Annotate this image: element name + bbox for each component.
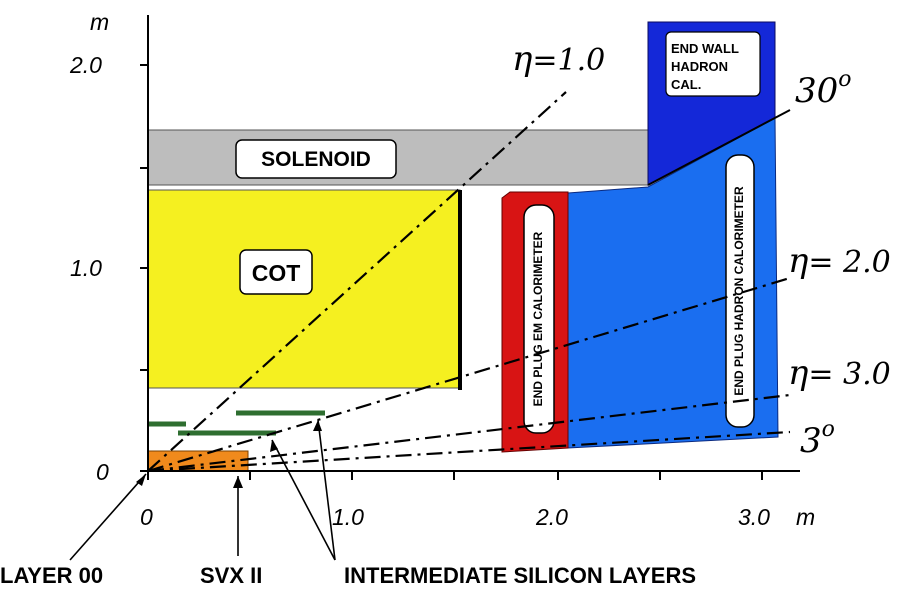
plug-hadron-label-box: END PLUG HADRON CALORIMETER bbox=[725, 154, 755, 428]
cot-label: COT bbox=[252, 260, 301, 286]
pointer-arrowheads bbox=[136, 420, 322, 488]
plug-hadron-label: END PLUG HADRON CALORIMETER bbox=[732, 186, 746, 396]
eta-3-label: η= 3.0 bbox=[788, 353, 891, 393]
svx-label: SVX II bbox=[200, 563, 262, 588]
intermediate-pointer-2 bbox=[317, 419, 336, 561]
end-wall-line-2: HADRON bbox=[671, 59, 728, 74]
end-wall-label-box: END WALL HADRON CAL. bbox=[665, 31, 761, 97]
layer00-label: LAYER 00 bbox=[0, 563, 103, 588]
plug-em-label-box: END PLUG EM CALORIMETER bbox=[523, 204, 555, 434]
angle-30-line bbox=[647, 109, 791, 186]
layer00-pointer bbox=[69, 473, 147, 561]
solenoid-label-box: SOLENOID bbox=[235, 139, 397, 179]
y-tick-2: 2.0 bbox=[69, 52, 102, 78]
angle-3-label: 3o bbox=[800, 417, 835, 461]
eta-1-line bbox=[147, 91, 567, 472]
x-axis bbox=[147, 470, 800, 480]
eta-1-label: η=1.0 bbox=[512, 39, 605, 79]
solenoid-region bbox=[147, 129, 649, 186]
eta-2-label: η= 2.0 bbox=[788, 241, 891, 281]
y-axis bbox=[140, 15, 149, 472]
cot-label-box: COT bbox=[239, 249, 313, 295]
y-axis-unit: m bbox=[90, 9, 109, 35]
x-axis-unit: m bbox=[796, 504, 815, 530]
x-tick-3: 3.0 bbox=[738, 504, 770, 530]
angle-30-label: 30o bbox=[795, 67, 852, 111]
end-wall-line-1: END WALL bbox=[671, 41, 739, 56]
y-tick-1: 1.0 bbox=[70, 255, 102, 281]
eta-lines bbox=[147, 91, 791, 473]
intermediate-pointer-1 bbox=[271, 439, 336, 561]
pointer-arrows bbox=[69, 419, 336, 561]
x-tick-0: 0 bbox=[140, 504, 153, 530]
x-tick-2: 2.0 bbox=[535, 504, 568, 530]
eta-2-line bbox=[147, 276, 791, 473]
plug-em-label: END PLUG EM CALORIMETER bbox=[531, 231, 545, 406]
end-wall-line-3: CAL. bbox=[671, 77, 701, 92]
y-tick-0: 0 bbox=[96, 459, 109, 485]
intermediate-silicon-label: INTERMEDIATE SILICON LAYERS bbox=[344, 563, 696, 588]
eta-3-line bbox=[147, 393, 791, 473]
solenoid-label: SOLENOID bbox=[261, 148, 371, 171]
x-tick-1: 1.0 bbox=[332, 504, 364, 530]
angle-3-line bbox=[147, 430, 791, 473]
